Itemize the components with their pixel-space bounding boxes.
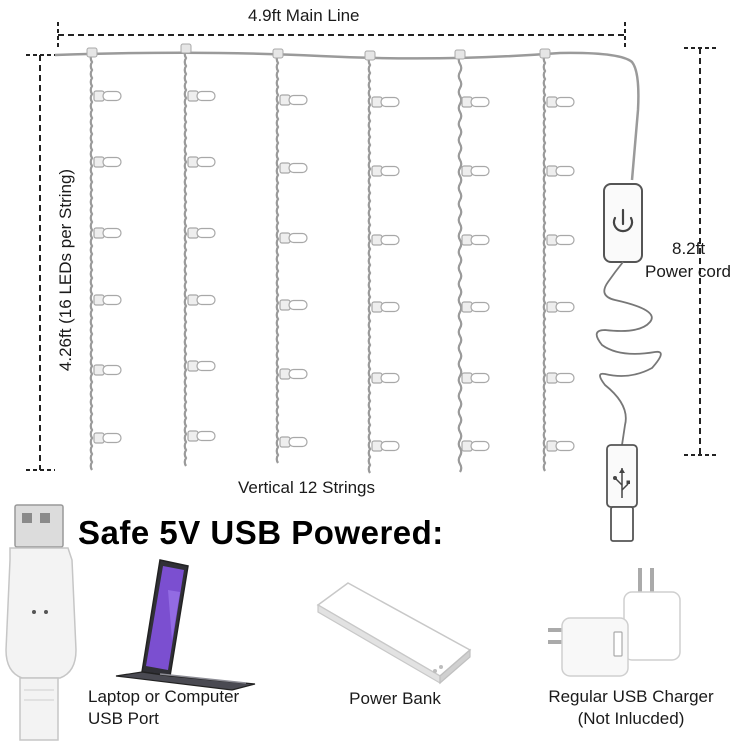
led-bulb [461,165,490,177]
usb-symbol-icon [613,468,630,498]
led-bulb [461,96,490,108]
light-string [180,43,216,467]
led-bulb [461,301,490,313]
led-bulb [371,301,400,313]
led-bulb [93,227,122,239]
height-label: 4.26ft (16 LEDs per String) [56,168,75,372]
string-wire [183,49,188,467]
string-connector [180,43,192,54]
led-bulb [187,156,216,168]
led-bulb [371,372,400,384]
light-string [364,50,400,474]
string-wire [367,56,372,474]
main-line-label: 4.9ft Main Line [248,6,360,25]
light-string [272,48,308,464]
string-connector [272,48,284,59]
string-connector [364,50,376,61]
led-bulb [546,440,575,452]
string-wire [89,53,94,471]
led-bulb [279,368,308,380]
string-connector [86,47,98,58]
string-connector [539,48,551,59]
led-bulb [93,156,122,168]
laptop-image [115,559,256,691]
charger-caption-line1: Regular USB Charger [548,687,714,706]
led-bulb [279,162,308,174]
led-bulb [371,165,400,177]
height-dimension [26,54,55,471]
string-wire [542,54,547,472]
led-bulb [461,234,490,246]
led-bulb [279,299,308,311]
power-button-icon [612,208,634,233]
led-bulb [371,440,400,452]
main-line-dimension [57,22,626,48]
led-bulb [461,372,490,384]
led-bulb [187,430,216,442]
led-bulb [546,165,575,177]
led-bulb [371,96,400,108]
led-bulb [93,364,122,376]
strings-label: Vertical 12 Strings [238,478,376,497]
led-bulb [187,227,216,239]
string-wire [457,55,463,473]
power-cord-label: Power cord [645,262,731,281]
led-bulb [93,90,122,102]
usb-charger-image [548,568,681,677]
led-bulb [279,94,308,106]
cord-length-label: 8.2ft [672,239,706,258]
light-strings [86,43,575,474]
light-string [454,49,490,473]
led-bulb [93,432,122,444]
laptop-caption-line2: USB Port [88,709,159,728]
led-bulb [93,294,122,306]
charger-caption-line2: (Not Inlucded) [577,709,685,728]
string-wire [275,54,280,464]
led-bulb [546,301,575,313]
headline: Safe 5V USB Powered: [78,514,444,551]
led-bulb [546,234,575,246]
laptop-caption-line1: Laptop or Computer [88,687,240,706]
led-bulb [461,440,490,452]
laptop-caption: Laptop or Computer USB Port [88,686,288,730]
light-string [86,47,122,471]
led-bulb [279,436,308,448]
led-bulb [187,90,216,102]
string-connector [454,49,466,60]
led-bulb [187,294,216,306]
light-string [539,48,575,472]
power-bank-caption-line1: Power Bank [349,689,441,708]
led-bulb [546,372,575,384]
power-bank-image [316,582,472,685]
led-bulb [371,234,400,246]
led-bulb [187,360,216,372]
led-bulb [546,96,575,108]
cord-dimension [684,47,716,456]
charger-caption: Regular USB Charger (Not Inlucded) [520,686,742,730]
power-bank-caption: Power Bank [330,688,460,710]
main-wire [54,51,640,181]
usb-plug-large [5,504,77,741]
power-cord [595,261,662,446]
led-bulb [279,232,308,244]
